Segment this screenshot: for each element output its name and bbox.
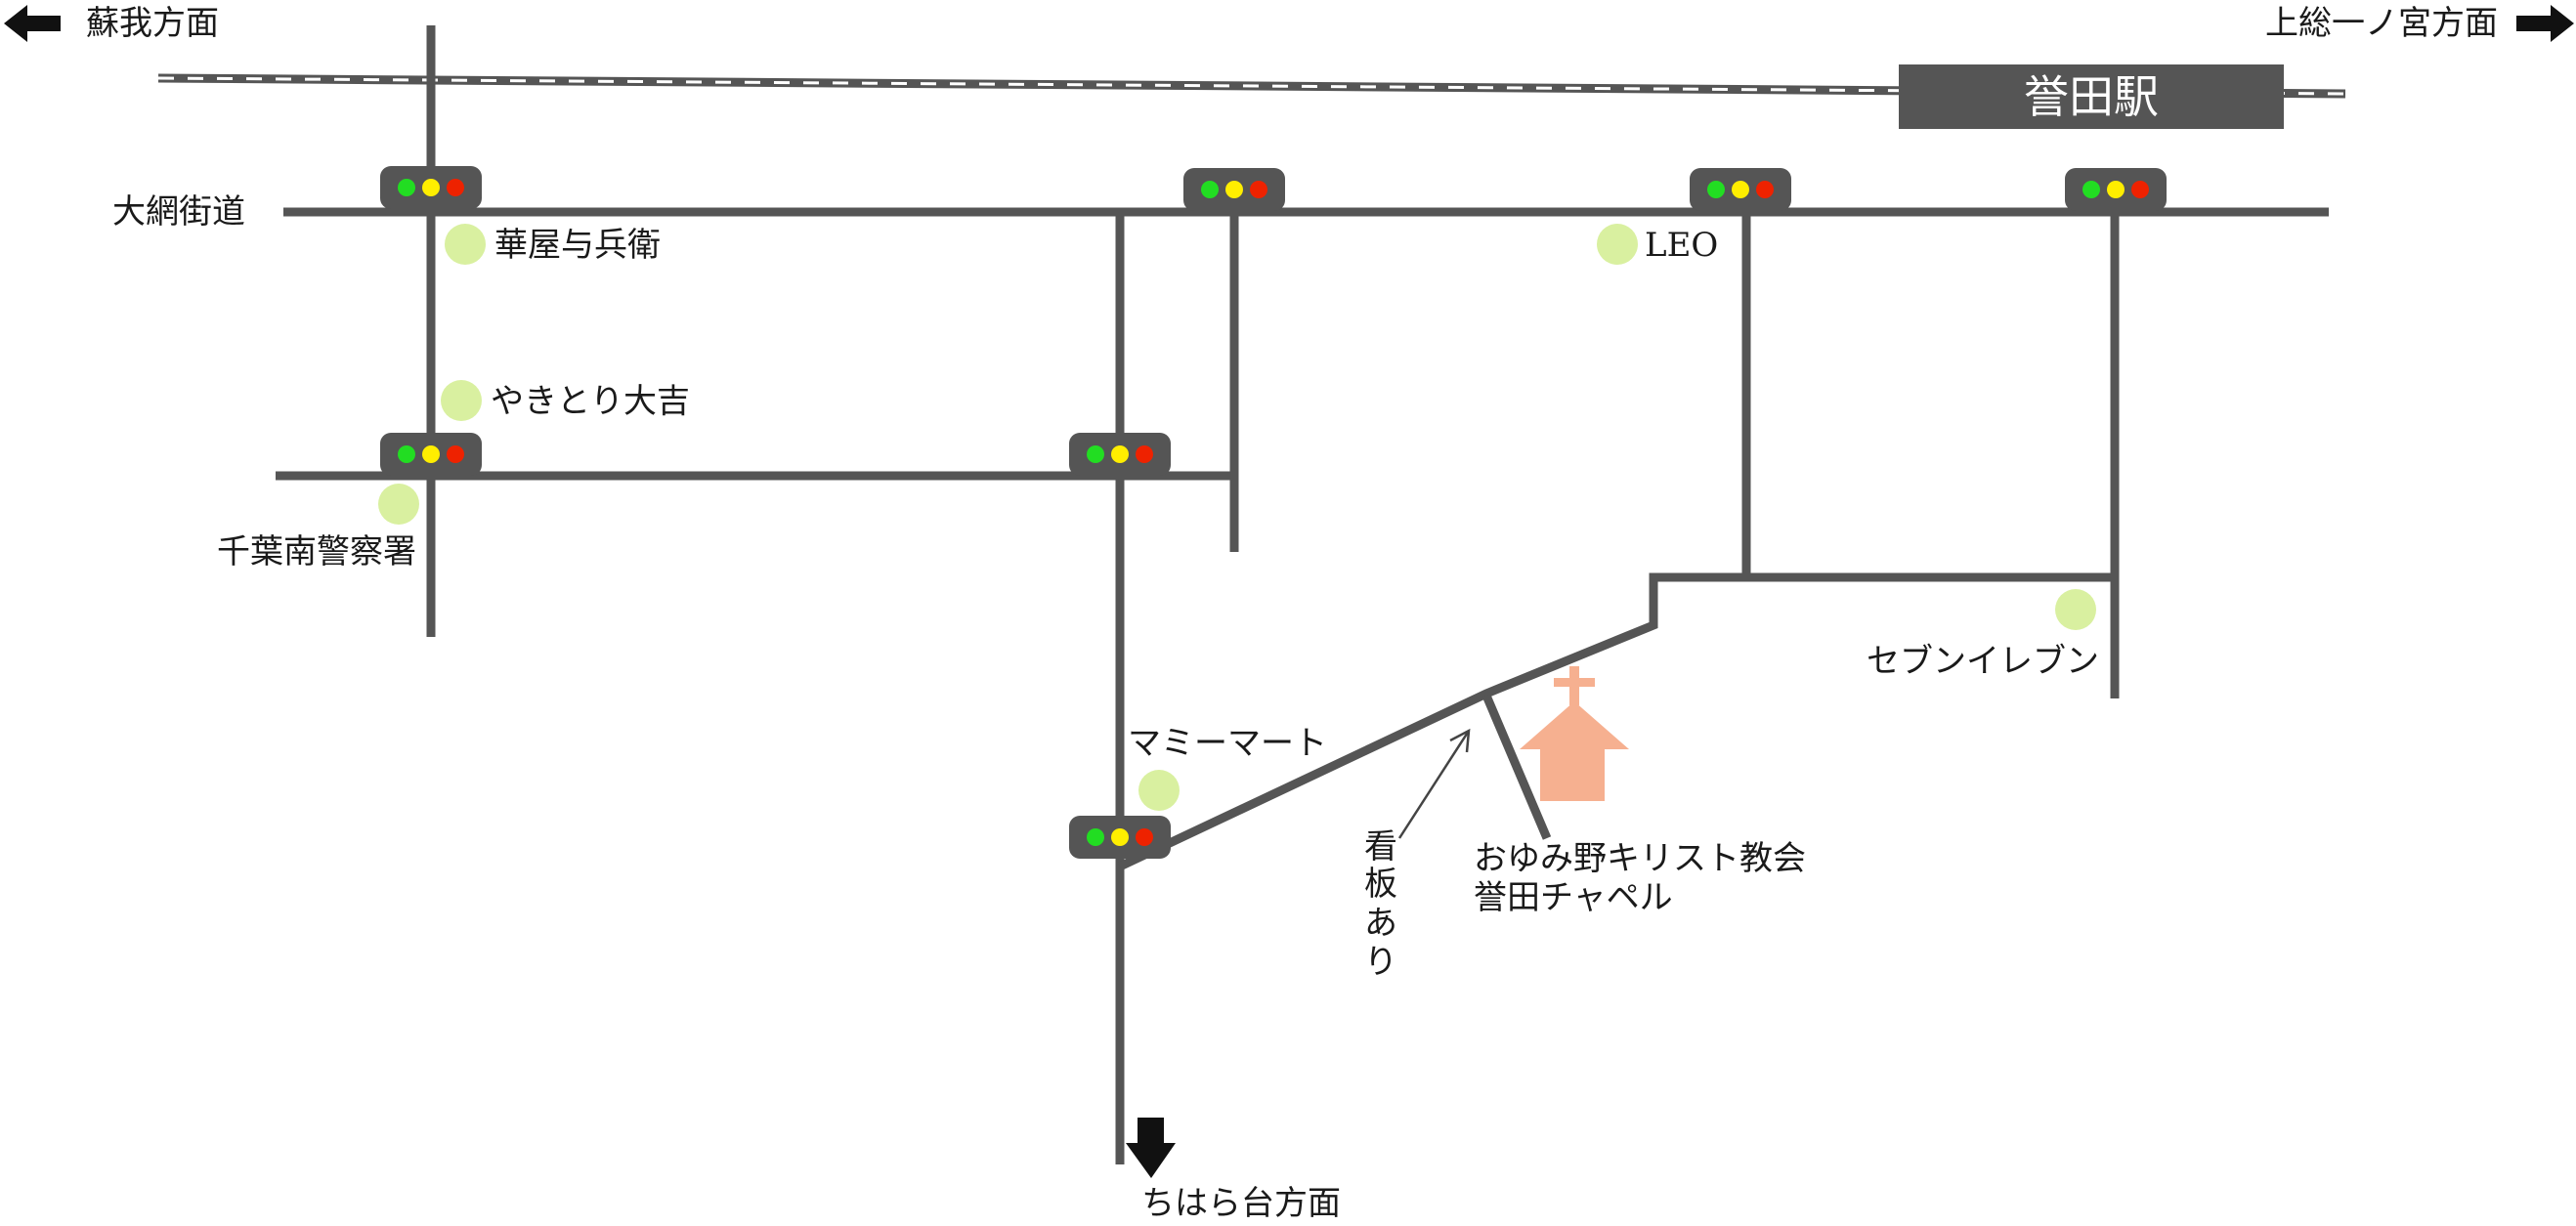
diagonal-road [1118,572,2115,871]
landmark-label-police: 千葉南警察署 [217,532,416,571]
arrow-right-icon [2516,5,2574,42]
church-icon [1520,666,1629,801]
landmark-dot-yakitori [441,380,482,421]
traffic-light-icon [2065,168,2167,211]
sign-note: 看 板 あ り [1364,827,1397,982]
station-box [1899,64,2284,129]
direction-right-label: 上総一ノ宮方面 [2265,4,2498,43]
sign-note-char: 板 [1364,865,1397,904]
sign-note-char: り [1364,943,1397,982]
station: 誉田駅 [1899,64,2284,129]
traffic-light-icon [1069,433,1171,476]
traffic-light-icon [1690,168,1791,211]
landmark-label-leo: LEO [1645,226,1718,265]
landmark-label-mammy: マミーマート [1128,724,1327,763]
roads [276,25,2329,1164]
landmark-dots [378,224,2096,811]
church-name-line1: おゆみ野キリスト教会 [1474,839,1806,878]
traffic-light-icon [1183,168,1285,211]
arrow-down-icon [1126,1118,1176,1178]
landmark-dot-police [378,484,419,525]
sign-pointer-arrow-icon [1397,728,1471,839]
landmark-label-seven: セブンイレブン [1867,642,2099,681]
direction-bottom-label: ちはら台方面 [1141,1184,1341,1223]
station-label: 誉田駅 [2024,70,2159,123]
arrow-left-icon [4,5,61,42]
landmark-dot-leo [1597,224,1638,265]
landmark-label-yakitori: やきとり大吉 [491,382,690,421]
road-name-label: 大網街道 [112,192,245,232]
traffic-lights [380,166,2167,859]
sign-note-char: あ [1364,904,1397,943]
traffic-light-icon [1069,816,1171,859]
sign-note-char: 看 [1364,827,1397,867]
direction-left-label: 蘇我方面 [86,4,219,43]
landmark-dot-hanaya [445,224,486,265]
church-name-line2: 誉田チャペル [1474,878,1673,917]
landmark-dot-mammy [1138,770,1180,811]
landmark-label-hanaya: 華屋与兵衛 [494,226,661,265]
traffic-light-icon [380,166,482,209]
landmark-dot-seven [2055,589,2096,630]
traffic-light-icon [380,433,482,476]
church-spur-road [1481,694,1552,840]
